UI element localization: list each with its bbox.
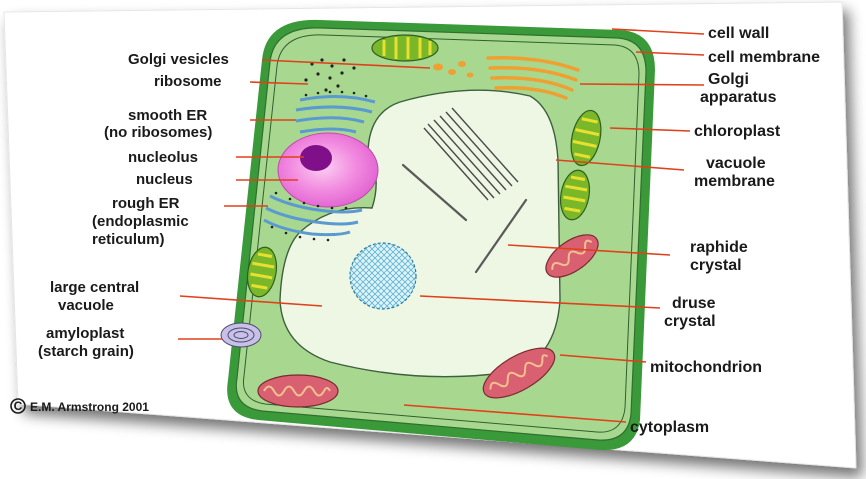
label-ribosome: ribosome xyxy=(154,73,222,90)
label-cytoplasm: cytoplasm xyxy=(630,419,709,436)
label-amyloplast-1: amyloplast xyxy=(46,325,124,342)
copyright-symbol: C xyxy=(14,399,23,413)
label-rough-er-3: reticulum) xyxy=(92,231,165,248)
label-cell-membrane: cell membrane xyxy=(708,49,820,66)
label-vacuole-membrane-2: membrane xyxy=(694,173,775,190)
label-rough-er-2: (endoplasmic xyxy=(92,213,189,230)
label-large-vacuole-1: large central xyxy=(50,279,139,296)
nucleus-shape xyxy=(278,133,378,207)
label-cell-wall: cell wall xyxy=(708,25,769,42)
label-druse-crystal-1: druse xyxy=(672,295,716,312)
mitochondrion-bottom xyxy=(258,375,338,407)
label-smooth-er-1: smooth ER xyxy=(128,107,207,124)
label-druse-crystal-2: crystal xyxy=(664,313,716,330)
nucleolus-shape xyxy=(300,145,332,171)
label-golgi-apparatus-2: apparatus xyxy=(700,89,777,106)
label-nucleolus: nucleolus xyxy=(128,149,198,166)
label-vacuole-membrane-1: vacuole xyxy=(706,155,766,172)
druse-crystal-shape xyxy=(350,243,416,309)
label-golgi-vesicles: Golgi vesicles xyxy=(128,51,229,68)
label-golgi-apparatus-1: Golgi xyxy=(708,71,749,88)
label-chloroplast: chloroplast xyxy=(694,123,781,140)
credit: C E.M. Armstrong 2001 xyxy=(11,399,149,414)
label-raphide-crystal-2: crystal xyxy=(690,257,742,274)
arrow-golgi-apparatus xyxy=(580,84,704,85)
chloroplast-top xyxy=(372,35,438,61)
label-amyloplast-2: (starch grain) xyxy=(38,343,134,360)
label-mitochondrion: mitochondrion xyxy=(650,359,762,376)
label-smooth-er-2: (no ribosomes) xyxy=(104,124,212,141)
label-rough-er-1: rough ER xyxy=(112,195,180,212)
label-nucleus: nucleus xyxy=(136,171,193,188)
label-large-vacuole-2: vacuole xyxy=(58,297,114,314)
amyloplast-shape xyxy=(221,323,261,347)
label-raphide-crystal-1: raphide xyxy=(690,239,748,256)
credit-text: E.M. Armstrong 2001 xyxy=(30,400,149,414)
